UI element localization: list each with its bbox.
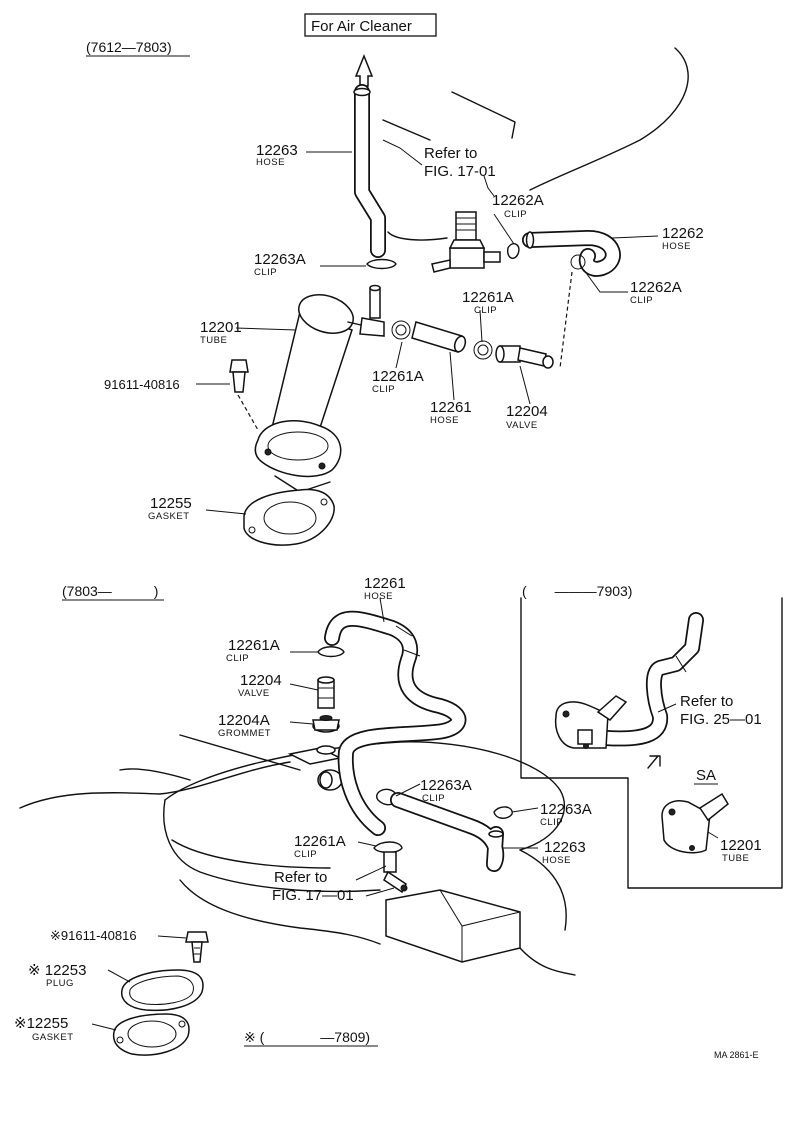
- top-date-header: (7612—7803): [86, 39, 172, 55]
- bottom-date-header: (7803— ): [62, 583, 158, 599]
- refer-inset-line1: Refer to: [680, 693, 733, 710]
- part-number: 12263A: [254, 251, 306, 268]
- part-number: 12262A: [492, 192, 544, 209]
- part-name: HOSE: [364, 591, 393, 602]
- part-name: HOSE: [662, 241, 691, 252]
- footnote: ※ ( —7809): [244, 1029, 370, 1045]
- part-name: PLUG: [46, 978, 74, 989]
- part-name: CLIP: [630, 295, 653, 306]
- part-number: ※91611-40816: [50, 928, 137, 943]
- text-labels: (7612—7803) For Air Cleaner Refer to FIG…: [14, 13, 762, 1060]
- part-name: GROMMET: [218, 728, 271, 739]
- leader-lines: [91, 139, 719, 1031]
- part-name: CLIP: [540, 817, 563, 828]
- part-number: 12261A: [372, 368, 424, 385]
- refer-bottom-line1: Refer to: [274, 869, 327, 886]
- part-number: 12261: [430, 399, 472, 416]
- part-name: CLIP: [372, 384, 395, 395]
- part-number: 12263A: [420, 777, 472, 794]
- part-name: TUBE: [722, 853, 749, 864]
- refer-bottom-line2: FIG. 17—01: [272, 887, 354, 904]
- part-number: 12204A: [218, 712, 270, 729]
- refer-inset-line2: FIG. 25—01: [680, 711, 762, 728]
- part-number: 12263: [256, 142, 298, 159]
- part-number: 12262: [662, 225, 704, 242]
- part-number: 12255: [150, 495, 192, 512]
- part-name: HOSE: [256, 157, 285, 168]
- refer-top-line1: Refer to: [424, 145, 477, 162]
- part-number: 12262A: [630, 279, 682, 296]
- air-cleaner-label: For Air Cleaner: [311, 18, 412, 35]
- part-name: CLIP: [504, 209, 527, 220]
- part-number: 12263: [544, 839, 586, 856]
- part-number: 91611-40816: [104, 377, 180, 392]
- inset-drawing: [520, 597, 783, 889]
- part-number: 12201: [720, 837, 762, 854]
- part-name: HOSE: [430, 415, 459, 426]
- part-name: GASKET: [148, 511, 190, 522]
- part-name: GASKET: [32, 1032, 74, 1043]
- part-number: 12261A: [462, 289, 514, 306]
- refer-top-line2: FIG. 17-01: [424, 163, 496, 180]
- part-number: ※ 12253: [28, 962, 86, 979]
- figure-code: MA 2861-E: [714, 1050, 759, 1060]
- part-name: CLIP: [254, 267, 277, 278]
- air-cleaner-box: [304, 13, 437, 37]
- part-number: 12261A: [294, 833, 346, 850]
- part-name: HOSE: [542, 855, 571, 866]
- part-number: ※12255: [14, 1015, 68, 1032]
- part-name: VALVE: [238, 688, 270, 699]
- part-number: 12261A: [228, 637, 280, 654]
- part-number: 12204: [506, 403, 548, 420]
- sa-label: SA: [696, 767, 716, 784]
- part-number: 12261: [364, 575, 406, 592]
- part-name: CLIP: [474, 305, 497, 316]
- part-number: 12204: [240, 672, 282, 689]
- part-number: 12263A: [540, 801, 592, 818]
- part-number: 12201: [200, 319, 242, 336]
- part-name: VALVE: [506, 420, 538, 431]
- part-name: CLIP: [294, 849, 317, 860]
- bottom-section-drawing: [19, 610, 576, 1056]
- part-name: CLIP: [422, 793, 445, 804]
- part-name: CLIP: [226, 653, 249, 664]
- top-section-drawing: [229, 47, 689, 546]
- inset-date-header: ( ———7903): [522, 583, 632, 599]
- part-name: TUBE: [200, 335, 227, 346]
